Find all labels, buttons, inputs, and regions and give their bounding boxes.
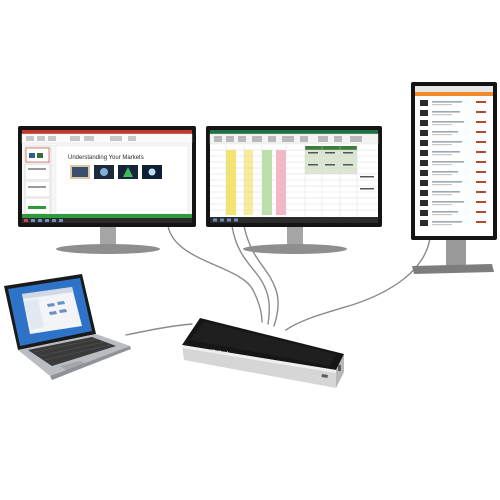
cable-laptop [125, 323, 193, 336]
left-monitor-neck [100, 226, 116, 246]
cable-left-monitor [167, 225, 263, 323]
center-monitor-base [243, 244, 347, 254]
dock-brand-logo: startech [210, 348, 230, 357]
product-list [420, 100, 486, 226]
laptop [4, 274, 131, 380]
slide-title: Understanding Your Markets [68, 155, 144, 161]
right-monitor [411, 82, 497, 274]
dock-ports [321, 365, 341, 378]
dock-body [182, 345, 336, 388]
center-monitor-neck [287, 226, 303, 246]
right-monitor-neck [446, 232, 466, 266]
left-monitor: Understanding Your Markets [18, 126, 196, 254]
slide-thumbnails [25, 147, 50, 213]
right-monitor-base [412, 264, 494, 274]
center-monitor [206, 126, 382, 254]
cable-right-monitor [285, 237, 431, 331]
left-monitor-taskbar [22, 218, 192, 223]
docking-station: startech [182, 318, 344, 388]
cable-center-monitor-a [231, 225, 271, 325]
left-monitor-base [56, 244, 160, 254]
center-monitor-screen [209, 130, 379, 223]
cables [125, 225, 431, 336]
right-monitor-screen [415, 86, 493, 236]
left-monitor-screen: Understanding Your Markets [21, 130, 193, 223]
main-slide: Understanding Your Markets [55, 145, 189, 215]
laptop-touchpad [60, 361, 88, 371]
